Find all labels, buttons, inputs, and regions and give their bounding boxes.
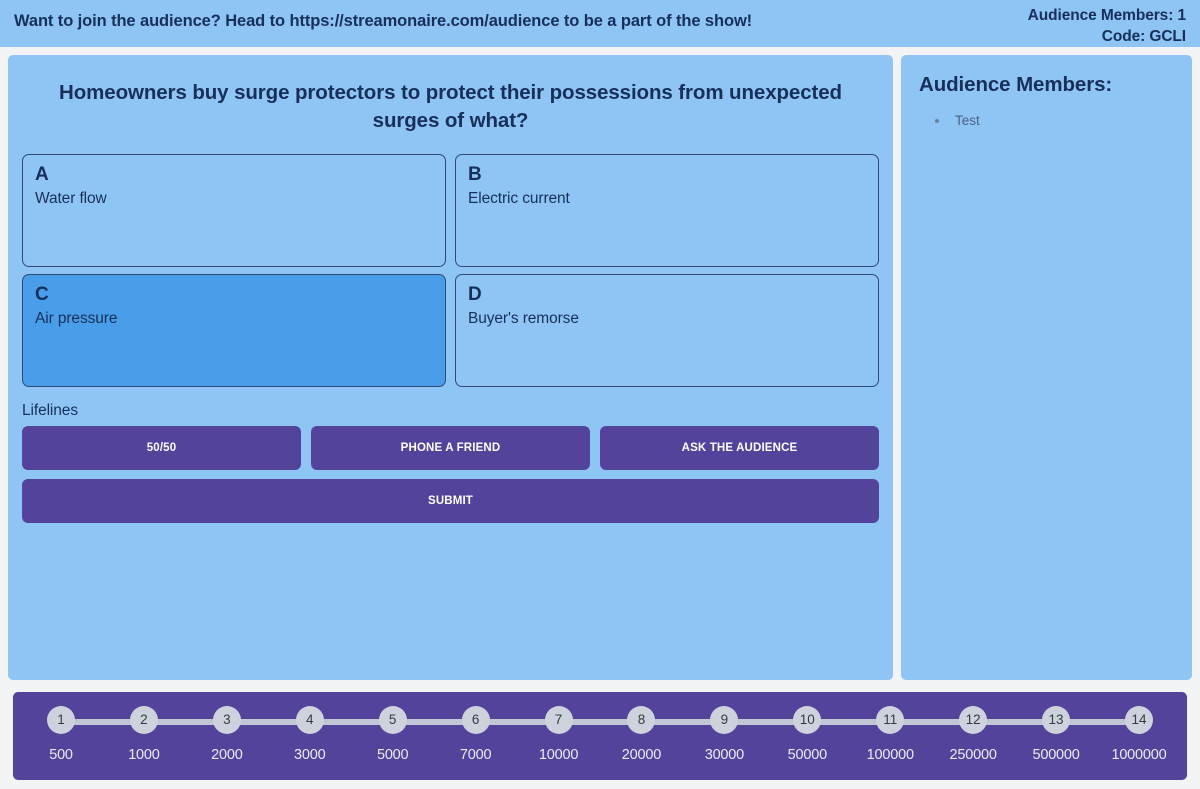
ladder-step-2[interactable]: 2 1000 (112, 706, 176, 763)
ladder-step-7[interactable]: 7 10000 (527, 706, 591, 763)
lifelines-row: 50/50 PHONE A FRIEND ASK THE AUDIENCE (22, 425, 879, 470)
ladder-step-amount-3: 2000 (211, 747, 243, 763)
ladder-step-amount-11: 100000 (866, 747, 914, 763)
ladder-step-1[interactable]: 1 500 (29, 706, 93, 763)
answer-text-d: Buyer's remorse (468, 310, 579, 328)
money-ladder-connector-line (61, 719, 1139, 725)
answers-grid: A Water flow B Electric current C Air pr… (22, 153, 879, 387)
answer-letter-a: A (35, 163, 49, 185)
ladder-step-11[interactable]: 11 100000 (858, 706, 922, 763)
ladder-step-10[interactable]: 10 50000 (775, 706, 839, 763)
ladder-step-amount-2: 1000 (128, 747, 160, 763)
ladder-step-number-11: 11 (876, 706, 905, 734)
ladder-step-number-8: 8 (627, 706, 656, 734)
ladder-step-amount-9: 30000 (704, 747, 745, 763)
ladder-step-number-4: 4 (295, 706, 324, 734)
ladder-step-3[interactable]: 3 2000 (195, 706, 259, 763)
ladder-step-13[interactable]: 13 500000 (1024, 706, 1088, 763)
ladder-step-amount-13: 500000 (1032, 747, 1080, 763)
ladder-step-number-1: 1 (47, 706, 75, 734)
ladder-step-number-13: 13 (1042, 706, 1071, 734)
ladder-step-amount-5: 5000 (376, 747, 409, 763)
ladder-step-number-3: 3 (212, 706, 241, 734)
ladder-step-12[interactable]: 12 250000 (941, 706, 1005, 763)
room-code: Code: GCLI (1101, 27, 1186, 45)
ladder-step-number-2: 2 (129, 706, 158, 734)
money-ladder: 1 500 2 1000 3 2000 4 3000 5 5000 6 7000 (13, 692, 1187, 780)
audience-member-item: Test (933, 111, 1174, 131)
lifeline-phone-a-friend-button[interactable]: PHONE A FRIEND (311, 425, 590, 470)
answer-option-b[interactable]: B Electric current (455, 153, 879, 267)
answer-letter-c: C (35, 283, 49, 305)
game-card: Homeowners buy surge protectors to prote… (8, 55, 893, 680)
submit-button[interactable]: SUBMIT (22, 478, 879, 523)
answer-option-d[interactable]: D Buyer's remorse (455, 273, 879, 387)
ladder-step-number-5: 5 (378, 706, 407, 734)
ladder-step-9[interactable]: 9 30000 (692, 706, 756, 763)
question-text: Homeowners buy surge protectors to prote… (59, 81, 842, 133)
answer-text-c: Air pressure (35, 310, 118, 328)
audience-panel-title: Audience Members: (919, 73, 1113, 96)
money-ladder-track: 1 500 2 1000 3 2000 4 3000 5 5000 6 7000 (29, 706, 1171, 763)
ladder-step-number-10: 10 (793, 706, 822, 734)
lifeline-ask-the-audience-button[interactable]: ASK THE AUDIENCE (600, 425, 879, 470)
ladder-step-14[interactable]: 14 1000000 (1107, 706, 1171, 763)
audience-panel: Audience Members: Test (901, 55, 1192, 680)
header-bar: Want to join the audience? Head to https… (0, 0, 1200, 47)
ladder-step-amount-6: 7000 (459, 747, 492, 763)
answer-option-a[interactable]: A Water flow (22, 153, 446, 267)
ladder-step-number-6: 6 (461, 706, 490, 734)
answer-letter-b: B (468, 163, 482, 185)
stage: Homeowners buy surge protectors to prote… (0, 47, 1200, 789)
ladder-step-5[interactable]: 5 5000 (361, 706, 425, 763)
ladder-step-amount-10: 50000 (787, 747, 828, 763)
ladder-step-number-7: 7 (544, 706, 573, 734)
ladder-step-amount-12: 250000 (949, 747, 997, 763)
ladder-step-8[interactable]: 8 20000 (609, 706, 673, 763)
join-audience-message: Want to join the audience? Head to https… (14, 12, 753, 30)
audience-member-count: Audience Members: 1 (1027, 7, 1186, 24)
audience-member-list: Test (919, 111, 1174, 131)
answer-text-a: Water flow (35, 190, 107, 208)
ladder-step-number-12: 12 (959, 706, 988, 734)
ladder-step-amount-4: 3000 (294, 747, 326, 763)
lifeline-fifty-fifty-button[interactable]: 50/50 (22, 425, 301, 470)
ladder-step-4[interactable]: 4 3000 (278, 706, 342, 763)
header-status: Audience Members: 1 Code: GCLI (1028, 6, 1186, 48)
ladder-step-6[interactable]: 6 7000 (444, 706, 508, 763)
ladder-step-amount-8: 20000 (621, 747, 662, 763)
answer-text-b: Electric current (468, 190, 570, 208)
ladder-step-number-9: 9 (710, 706, 739, 734)
ladder-step-amount-7: 10000 (538, 747, 579, 763)
ladder-step-number-14: 14 (1124, 706, 1153, 734)
answer-option-c[interactable]: C Air pressure (22, 273, 446, 387)
ladder-step-amount-1: 500 (49, 747, 73, 763)
ladder-step-amount-14: 1000000 (1111, 747, 1167, 763)
lifelines-label: Lifelines (22, 401, 78, 419)
answer-letter-d: D (468, 283, 482, 305)
